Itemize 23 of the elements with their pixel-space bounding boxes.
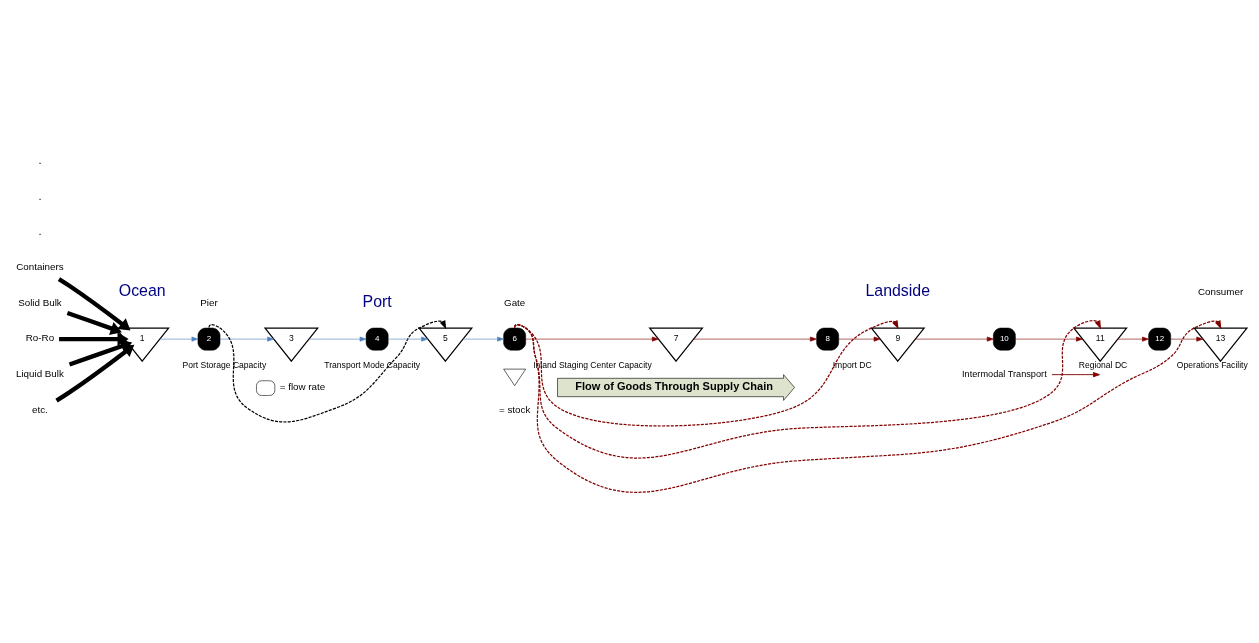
node-text: Containers: [16, 261, 64, 273]
legend-label: = flow rate: [279, 381, 326, 393]
label: Flow of Goods Through Supply Chain: [575, 379, 773, 392]
node-text: etc.: [32, 403, 48, 415]
node-label: Import DC: [832, 360, 872, 371]
legend-label: Intermodal Transport: [962, 368, 1047, 379]
label: Ocean: [118, 281, 166, 299]
label: .: [38, 225, 42, 238]
label: Port: [362, 292, 392, 310]
label: .: [38, 154, 42, 167]
node-label: Operations Facility: [1176, 360, 1248, 371]
node-text: Ro-Ro: [25, 332, 55, 344]
label: Landside: [865, 281, 931, 299]
node-label: Regional DC: [1078, 360, 1128, 371]
node-label: Transport Mode Capacity: [324, 360, 421, 371]
node-text: Liquid Bulk: [15, 367, 64, 379]
label: Consumer: [1197, 285, 1244, 297]
label: .: [38, 189, 42, 202]
legend-label: = stock: [498, 403, 531, 415]
node-text: Solid Bulk: [18, 296, 62, 308]
label: Pier: [200, 296, 218, 308]
label: Gate: [504, 296, 526, 308]
node-label: Port Storage Capacity: [182, 360, 267, 371]
